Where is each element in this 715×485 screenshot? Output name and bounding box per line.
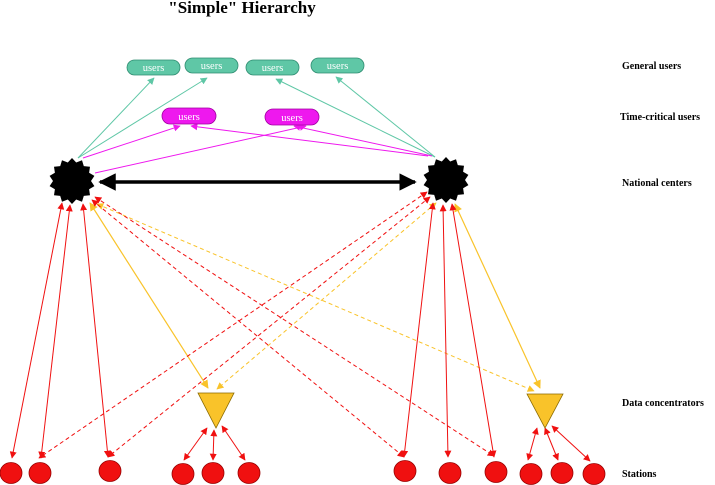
general-user-node[interactable]: users <box>126 59 181 76</box>
general-user-node[interactable]: users <box>310 57 365 74</box>
link-center2-station1 <box>401 202 436 458</box>
link-center2-station2 <box>439 204 452 458</box>
link-concentrator2-station5 <box>544 427 559 461</box>
data-concentrators-group <box>197 392 564 429</box>
station-node[interactable] <box>201 462 225 484</box>
station-node[interactable] <box>0 462 23 484</box>
tier-label-stations: Stations <box>622 469 657 480</box>
link-concentrator2-station6 <box>551 425 591 462</box>
links-layer <box>9 76 591 462</box>
general-user-node[interactable]: users <box>245 59 300 76</box>
link-center1-station-remote1 <box>91 199 405 458</box>
national-center-node[interactable] <box>49 158 95 204</box>
general-user-label: users <box>143 63 165 74</box>
general-user-pill <box>245 59 300 76</box>
link-center1-general-user1 <box>77 77 155 159</box>
link-center1-station1 <box>9 202 65 459</box>
link-center2-station-remote1 <box>38 191 428 459</box>
station-node[interactable] <box>519 463 543 485</box>
time-critical-user-pill <box>161 107 217 125</box>
tier-label-general-users: General users <box>622 61 681 72</box>
link-concentrator1-station4 <box>183 427 208 461</box>
diagram-title: "Simple" Hierarchy <box>168 0 316 17</box>
link-center2-general-user3 <box>275 78 436 158</box>
tier-label-time-critical-users: Time-critical users <box>620 112 700 123</box>
station-node[interactable] <box>582 463 606 485</box>
link-center2-timecritical-user2 <box>293 123 433 157</box>
link-center1-station2 <box>38 204 73 459</box>
link-center1-timecritical-user1 <box>82 124 181 159</box>
time-critical-user-label: users <box>178 112 200 123</box>
data-concentrator-node[interactable] <box>526 393 564 429</box>
national-centers-group <box>49 157 469 204</box>
general-users-group: users users users users <box>126 57 365 76</box>
station-node[interactable] <box>28 462 52 484</box>
link-center1-concentrator1 <box>89 202 209 389</box>
stations-group <box>0 460 606 485</box>
link-center2-general-user4 <box>335 76 436 158</box>
station-node[interactable] <box>438 462 462 484</box>
station-node[interactable] <box>484 461 508 483</box>
link-center1-station-remote2 <box>94 196 495 457</box>
link-center1-general-user2 <box>77 77 208 159</box>
data-concentrator-node[interactable] <box>197 392 235 429</box>
link-center2-timecritical-user1 <box>190 123 429 157</box>
station-node[interactable] <box>98 460 122 482</box>
link-center2-concentrator1 <box>216 202 437 390</box>
station-node[interactable] <box>393 460 417 482</box>
time-critical-users-group: users users <box>161 107 320 126</box>
general-user-label: users <box>201 61 223 72</box>
time-critical-user-node[interactable]: users <box>161 107 217 125</box>
general-user-pill <box>310 57 365 74</box>
station-node[interactable] <box>171 463 195 485</box>
national-center-node[interactable] <box>423 157 469 203</box>
time-critical-user-label: users <box>281 113 303 124</box>
link-concentrator1-station6 <box>221 425 246 461</box>
general-user-pill <box>184 57 239 74</box>
link-concentrator2-station4 <box>526 427 539 461</box>
general-user-node[interactable]: users <box>184 57 239 74</box>
time-critical-user-pill <box>264 108 320 126</box>
link-center1-timecritical-user2 <box>94 123 307 174</box>
station-node[interactable] <box>550 462 574 484</box>
general-user-label: users <box>327 61 349 72</box>
station-node[interactable] <box>237 462 261 484</box>
link-concentrator1-station5 <box>209 429 218 461</box>
link-center2-station-remote2 <box>107 196 431 458</box>
general-user-label: users <box>262 63 284 74</box>
general-user-pill <box>126 59 181 76</box>
time-critical-user-node[interactable]: users <box>264 108 320 126</box>
tier-label-data-concentrators: Data concentrators <box>622 398 704 409</box>
tier-label-national-centers: National centers <box>622 178 692 189</box>
